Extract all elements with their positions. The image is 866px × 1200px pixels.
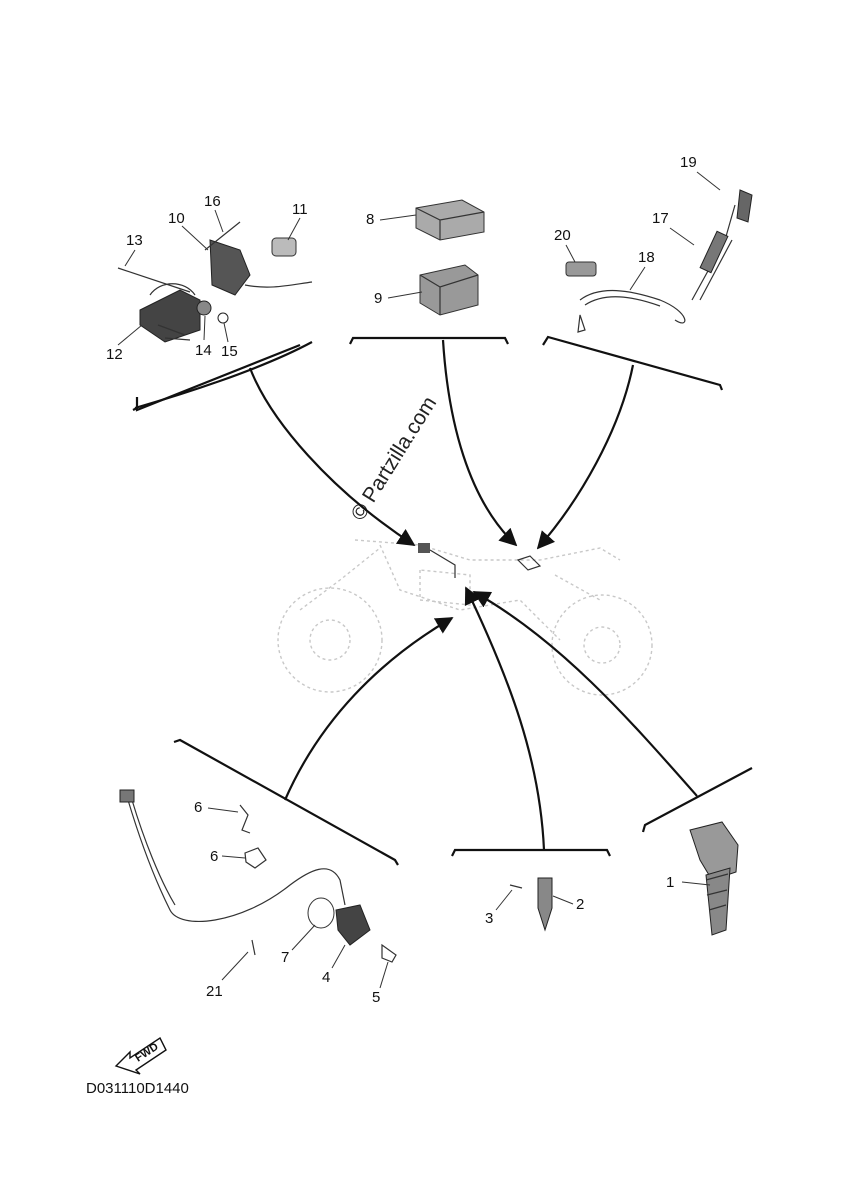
group-ignition-coil: 1	[472, 591, 753, 936]
callout-6b: 6	[210, 848, 218, 865]
callout-11: 11	[292, 201, 308, 218]
diagram-code: D031110D1440	[86, 1080, 189, 1097]
callout-12: 12	[106, 346, 123, 363]
relay-part-9	[419, 264, 479, 316]
callout-5: 5	[372, 989, 380, 1006]
group-relays: 8 9	[349, 199, 518, 547]
callout-21: 21	[206, 983, 223, 1000]
callout-13: 13	[126, 232, 143, 249]
callout-4: 4	[322, 969, 330, 986]
group-sensor: 2 3	[451, 586, 611, 932]
group-handlebar-switch: 10 16 11 13 12 14 15	[106, 193, 416, 546]
callout-10: 10	[168, 210, 185, 227]
switch-assembly-part	[117, 221, 313, 343]
ignition-coil-part	[689, 821, 739, 936]
group-wire-harness: 6 6 7 4 5 21	[119, 617, 454, 1006]
sensor-parts	[509, 877, 553, 932]
callout-16: 16	[204, 193, 221, 210]
callout-1: 1	[666, 874, 674, 891]
motorcycle-ghost-outline	[277, 539, 653, 696]
harness-parts	[119, 789, 397, 963]
callout-3: 3	[485, 910, 493, 927]
callout-8: 8	[366, 211, 374, 228]
callout-18: 18	[638, 249, 655, 266]
bike-target-parts	[418, 543, 542, 578]
callout-2: 2	[576, 896, 584, 913]
callout-17: 17	[652, 210, 669, 227]
callout-14: 14	[195, 342, 212, 359]
callout-19: 19	[680, 154, 697, 171]
callout-20: 20	[554, 227, 571, 244]
callout-7: 7	[281, 949, 289, 966]
callout-6a: 6	[194, 799, 202, 816]
fwd-arrow: FWD	[114, 1036, 167, 1075]
callout-15: 15	[221, 343, 238, 360]
relay-part-8	[415, 199, 485, 241]
group-leads: 19 17 18 20	[536, 154, 753, 550]
lead-wire-parts	[565, 189, 753, 333]
callout-9: 9	[374, 290, 382, 307]
